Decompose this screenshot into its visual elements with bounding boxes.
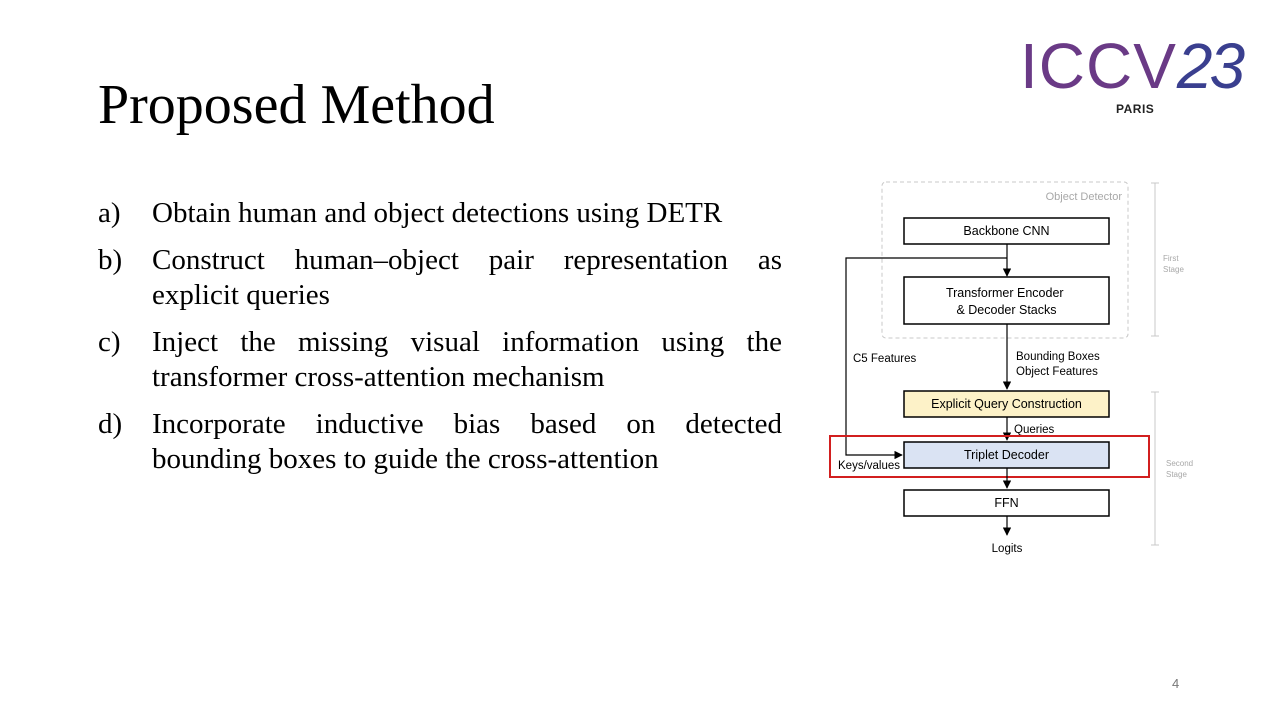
bullet-item: b) Construct human–object pair representa… xyxy=(98,243,782,313)
triplet-decoder-label: Triplet Decoder xyxy=(964,448,1049,462)
transformer-box xyxy=(903,276,1110,325)
queries-label: Queries xyxy=(1014,424,1055,436)
bullet-text: Construct human–object pair representati… xyxy=(152,244,782,311)
c5-feature-path xyxy=(845,257,1007,460)
explicit-query-box xyxy=(903,390,1110,418)
object-detector-label: Object Detector xyxy=(1046,191,1123,203)
transformer-label: Transformer Encoder & Decoder Stacks xyxy=(946,286,1067,317)
logo-year: 23 xyxy=(1176,30,1245,102)
explicit-query-label: Explicit Query Construction xyxy=(931,397,1082,411)
ffn-label: FFN xyxy=(994,496,1018,510)
iccv-logo: ICCV23 PARIS xyxy=(1020,34,1250,124)
bbox-features-label: Bounding Boxes Object Features xyxy=(1016,351,1103,378)
keys-values-label: Keys/values xyxy=(838,460,900,472)
first-stage-label: First Stage xyxy=(1163,254,1184,274)
bullet-item: a) Obtain human and object detections usi… xyxy=(98,196,782,231)
bullet-marker: d) xyxy=(98,408,123,440)
highlight-box xyxy=(829,435,1150,478)
bullet-text: Inject the missing visual information us… xyxy=(152,326,782,393)
logo-wordmark: ICCV23 xyxy=(1020,30,1245,102)
bullet-marker: c) xyxy=(98,326,121,358)
second-stage-label: Second Stage xyxy=(1166,459,1195,479)
object-detector-region xyxy=(881,181,1129,339)
second-stage-bracket xyxy=(1151,391,1159,546)
slide-title: Proposed Method xyxy=(98,74,495,136)
bullet-list: a) Obtain human and object detections usi… xyxy=(98,196,782,489)
bullet-text: Obtain human and object detections using… xyxy=(152,197,723,229)
first-stage-bracket xyxy=(1151,182,1159,337)
bullet-text: Incorporate inductive bias based on dete… xyxy=(152,408,782,475)
bullet-item: c) Inject the missing visual information … xyxy=(98,325,782,395)
page-number: 4 xyxy=(1172,676,1180,691)
logo-city: PARIS xyxy=(1116,102,1155,116)
bullet-item: d) Incorporate inductive bias based on de… xyxy=(98,407,782,477)
backbone-cnn-label: Backbone CNN xyxy=(963,224,1049,238)
c5-features-label: C5 Features xyxy=(853,353,917,365)
bullet-marker: a) xyxy=(98,197,121,229)
bullet-marker: b) xyxy=(98,244,123,276)
logits-label: Logits xyxy=(992,543,1023,555)
